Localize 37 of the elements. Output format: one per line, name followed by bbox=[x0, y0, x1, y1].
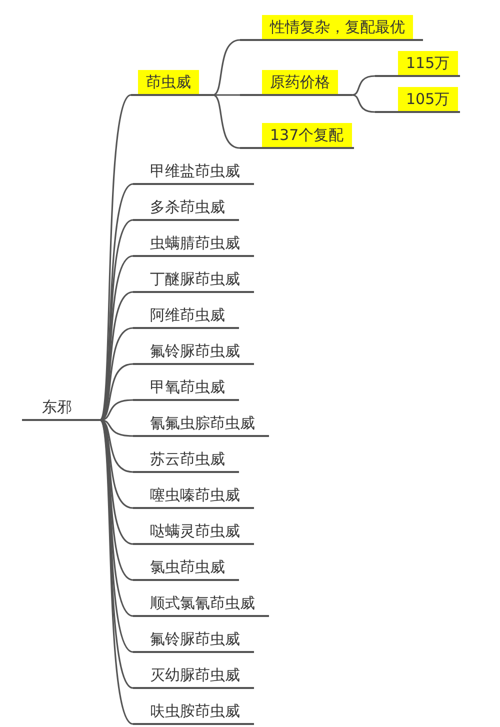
branch-line bbox=[99, 183, 134, 420]
topic: 多杀茚虫威 bbox=[133, 195, 239, 221]
highlighted-label: 115万 bbox=[398, 51, 458, 75]
highlighted-label: 茚虫威 bbox=[138, 70, 199, 94]
topic-underline bbox=[240, 123, 354, 149]
topic: 丁醚脲茚虫威 bbox=[133, 267, 254, 293]
highlighted-label: 105万 bbox=[398, 87, 458, 111]
topic: 氯虫茚虫威 bbox=[133, 555, 239, 581]
branch-line bbox=[99, 219, 134, 420]
topic-underline bbox=[375, 87, 460, 113]
topic-underline bbox=[375, 51, 460, 77]
topic: 虫螨腈茚虫威 bbox=[133, 231, 254, 257]
branch-line bbox=[352, 75, 376, 96]
topic: 哒螨灵茚虫威 bbox=[133, 519, 254, 545]
topic: 氟铃脲茚虫威 bbox=[133, 627, 254, 653]
topic: 氟铃脲茚虫威 bbox=[133, 339, 254, 365]
topic: 苏云茚虫威 bbox=[133, 447, 239, 473]
branch-line bbox=[213, 94, 240, 96]
topic-underline bbox=[240, 15, 423, 41]
root-topic: 东邪 bbox=[22, 395, 100, 421]
highlighted-label: 性情复杂，复配最优 bbox=[262, 15, 413, 39]
topic: 甲维盐茚虫威 bbox=[133, 159, 254, 185]
topic: 甲氧茚虫威 bbox=[133, 375, 239, 401]
topic: 呋虫胺茚虫威 bbox=[133, 699, 254, 725]
branch-line bbox=[212, 39, 240, 96]
highlighted-label: 原药价格 bbox=[262, 70, 338, 94]
topic-underline bbox=[240, 70, 352, 96]
topic: 阿维茚虫威 bbox=[133, 303, 239, 329]
highlighted-label: 137个复配 bbox=[262, 123, 352, 147]
branch-line bbox=[212, 94, 240, 149]
topic: 噻虫嗪茚虫威 bbox=[133, 483, 254, 509]
topic-underline bbox=[131, 70, 213, 96]
topic: 顺式氯氰茚虫威 bbox=[133, 591, 269, 617]
topic: 氰氟虫腙茚虫威 bbox=[133, 411, 269, 437]
topic: 灭幼脲茚虫威 bbox=[133, 663, 254, 689]
branch-line bbox=[352, 94, 376, 113]
branch-line bbox=[99, 94, 132, 420]
